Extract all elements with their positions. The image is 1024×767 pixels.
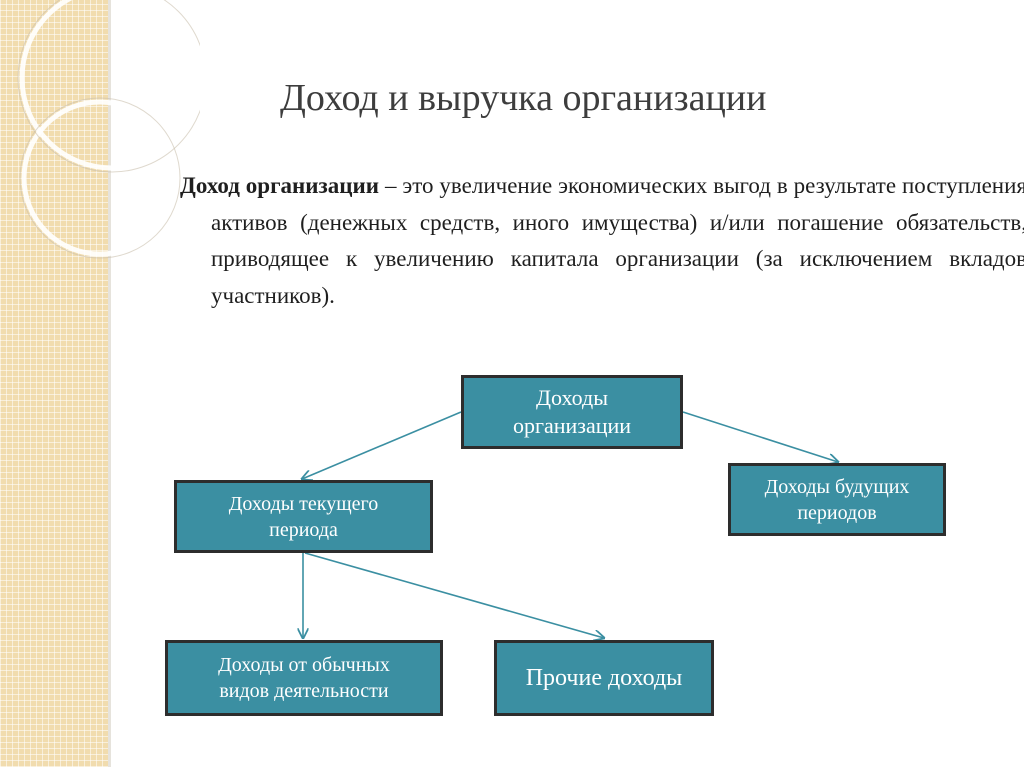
box-future-line1: Доходы будущих bbox=[764, 475, 910, 498]
decorative-rings bbox=[17, 0, 200, 259]
decorative-side-band bbox=[0, 0, 108, 767]
ring-upper-shadow bbox=[17, 0, 200, 173]
box-ordinary-line2: видов деятельности bbox=[219, 680, 389, 702]
box-root-line1: Доходы bbox=[536, 385, 608, 410]
definition-text: – это увеличение экономических выгод в р… bbox=[211, 173, 1024, 308]
definition-term: Доход организации bbox=[180, 173, 380, 198]
box-root-line2: организации bbox=[512, 413, 632, 438]
box-ordinary-activities-income: Доходы от обычных видов деятельности bbox=[165, 640, 443, 716]
box-other-label: Прочие доходы bbox=[525, 665, 683, 691]
box-income-organization: Доходы организации bbox=[461, 375, 683, 449]
box-current-line1: Доходы текущего bbox=[228, 492, 379, 515]
arrow-root-to-future bbox=[682, 411, 838, 462]
ring-lower-shadow bbox=[19, 97, 181, 259]
ring-upper bbox=[19, 0, 200, 171]
slide-title: Доход и выручка организации bbox=[280, 77, 767, 119]
arrow-current-to-other bbox=[304, 552, 604, 638]
box-current-period-income: Доходы текущего периода bbox=[174, 480, 433, 553]
box-current-line2: периода bbox=[269, 518, 338, 541]
ring-lower bbox=[21, 99, 179, 257]
box-future-periods-income: Доходы будущих периодов bbox=[728, 463, 946, 536]
side-band-edge bbox=[108, 0, 111, 767]
arrow-root-to-current bbox=[302, 411, 462, 479]
box-future-line2: периодов bbox=[797, 501, 877, 524]
definition-paragraph: Доход организации – это увеличение эконо… bbox=[180, 168, 1024, 314]
box-other-income: Прочие доходы bbox=[494, 640, 714, 716]
box-ordinary-line1: Доходы от обычных bbox=[218, 654, 390, 676]
